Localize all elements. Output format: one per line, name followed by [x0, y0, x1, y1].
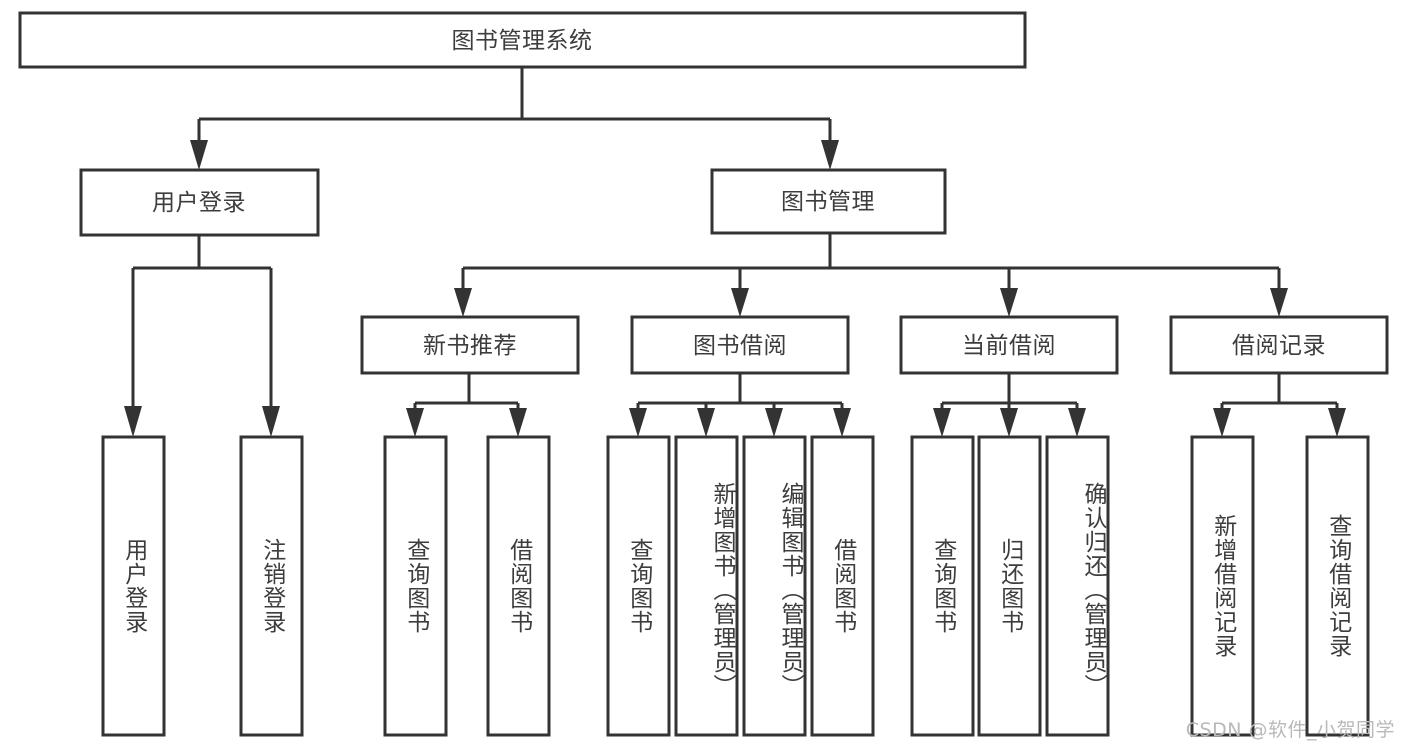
- node-borrow-record-label: 借阅记录: [1232, 333, 1326, 359]
- arrow-head-book-borrow: [731, 288, 749, 317]
- arrow-head-book-management: [821, 140, 839, 170]
- connector-group-new-book-recommend: [406, 373, 527, 437]
- connector-group-current-borrow: [933, 373, 1086, 437]
- node-root[interactable]: 图书管理系统: [18, 11, 1027, 69]
- node-leaf-return-book-box[interactable]: [977, 435, 1042, 737]
- node-current-borrow[interactable]: 当前借阅: [899, 315, 1119, 375]
- node-new-book-recommend-box[interactable]: [360, 315, 580, 375]
- arrow-head-leaf-return-book: [1000, 408, 1018, 437]
- node-new-book-recommend[interactable]: 新书推荐: [360, 315, 580, 375]
- node-new-book-recommend-label: 新书推荐: [423, 333, 517, 359]
- node-borrow-record-box[interactable]: [1169, 315, 1389, 375]
- arrow-head-leaf-logout-login: [262, 406, 280, 437]
- node-current-borrow-box[interactable]: [899, 315, 1119, 375]
- connector-group-book-management: [454, 233, 1288, 317]
- node-book-borrow-box[interactable]: [630, 315, 850, 375]
- arrow-head-new-book-recommend: [454, 288, 472, 317]
- arrow-head-current-borrow: [1000, 288, 1018, 317]
- node-leaf-add-book-box[interactable]: [674, 435, 739, 737]
- arrow-head-leaf-add-book: [697, 408, 715, 437]
- arrow-head-leaf-user-login: [124, 406, 142, 437]
- node-leaf-edit-book-box[interactable]: [742, 435, 807, 737]
- node-leaf-confirm-return-box[interactable]: [1045, 435, 1110, 737]
- node-leaf-query-book-1-box[interactable]: [383, 435, 448, 737]
- node-user-login[interactable]: 用户登录: [79, 168, 320, 237]
- node-leaf-user-login-box[interactable]: [101, 435, 166, 737]
- arrow-head-leaf-query-record: [1328, 408, 1346, 437]
- arrow-head-user-login: [190, 140, 208, 170]
- arrow-head-leaf-confirm-return: [1068, 408, 1086, 437]
- node-leaf-query-record-box[interactable]: [1305, 435, 1370, 737]
- node-leaf-borrow-book-2-box[interactable]: [810, 435, 875, 737]
- arrow-head-borrow-record: [1270, 288, 1288, 317]
- arrow-head-leaf-borrow-book-2: [833, 408, 851, 437]
- node-book-borrow[interactable]: 图书借阅: [630, 315, 850, 375]
- node-book-management-box[interactable]: [710, 168, 947, 235]
- node-book-borrow-label: 图书借阅: [693, 333, 787, 359]
- arrow-head-leaf-query-book-3: [933, 408, 951, 437]
- node-current-borrow-label: 当前借阅: [962, 333, 1056, 359]
- node-user-login-box[interactable]: [79, 168, 320, 237]
- node-book-management-label: 图书管理: [781, 189, 875, 215]
- leaf-boxes-current-borrow: [910, 435, 1110, 737]
- leaf-boxes-new-book-recommend: [383, 435, 551, 737]
- csdn-watermark: CSDN @软件_小贺同学: [1185, 719, 1395, 741]
- leaf-boxes-borrow-record: [1190, 435, 1370, 737]
- node-root-box[interactable]: [18, 11, 1027, 69]
- node-leaf-query-book-3-box[interactable]: [910, 435, 975, 737]
- connector-group-book-borrow: [629, 373, 851, 437]
- arrow-head-leaf-edit-book: [765, 408, 783, 437]
- connector-group-user-login: [124, 235, 280, 437]
- connector-group-borrow-record: [1213, 373, 1346, 437]
- node-leaf-logout-login-box[interactable]: [239, 435, 304, 737]
- node-root-label: 图书管理系统: [452, 28, 593, 54]
- arrow-head-leaf-query-book-2: [629, 408, 647, 437]
- node-leaf-query-book-2-box[interactable]: [606, 435, 671, 737]
- leaf-boxes-user-login: [101, 435, 304, 737]
- arrow-head-leaf-add-record: [1213, 408, 1231, 437]
- node-user-login-label: 用户登录: [152, 190, 246, 216]
- arrow-head-leaf-query-book-1: [406, 408, 424, 437]
- leaf-boxes-book-borrow: [606, 435, 875, 737]
- connector-group-root: [190, 67, 839, 170]
- node-borrow-record[interactable]: 借阅记录: [1169, 315, 1389, 375]
- node-leaf-add-record-box[interactable]: [1190, 435, 1255, 737]
- node-book-management[interactable]: 图书管理: [710, 168, 947, 235]
- arrow-head-leaf-borrow-book-1: [509, 408, 527, 437]
- node-leaf-borrow-book-1-box[interactable]: [486, 435, 551, 737]
